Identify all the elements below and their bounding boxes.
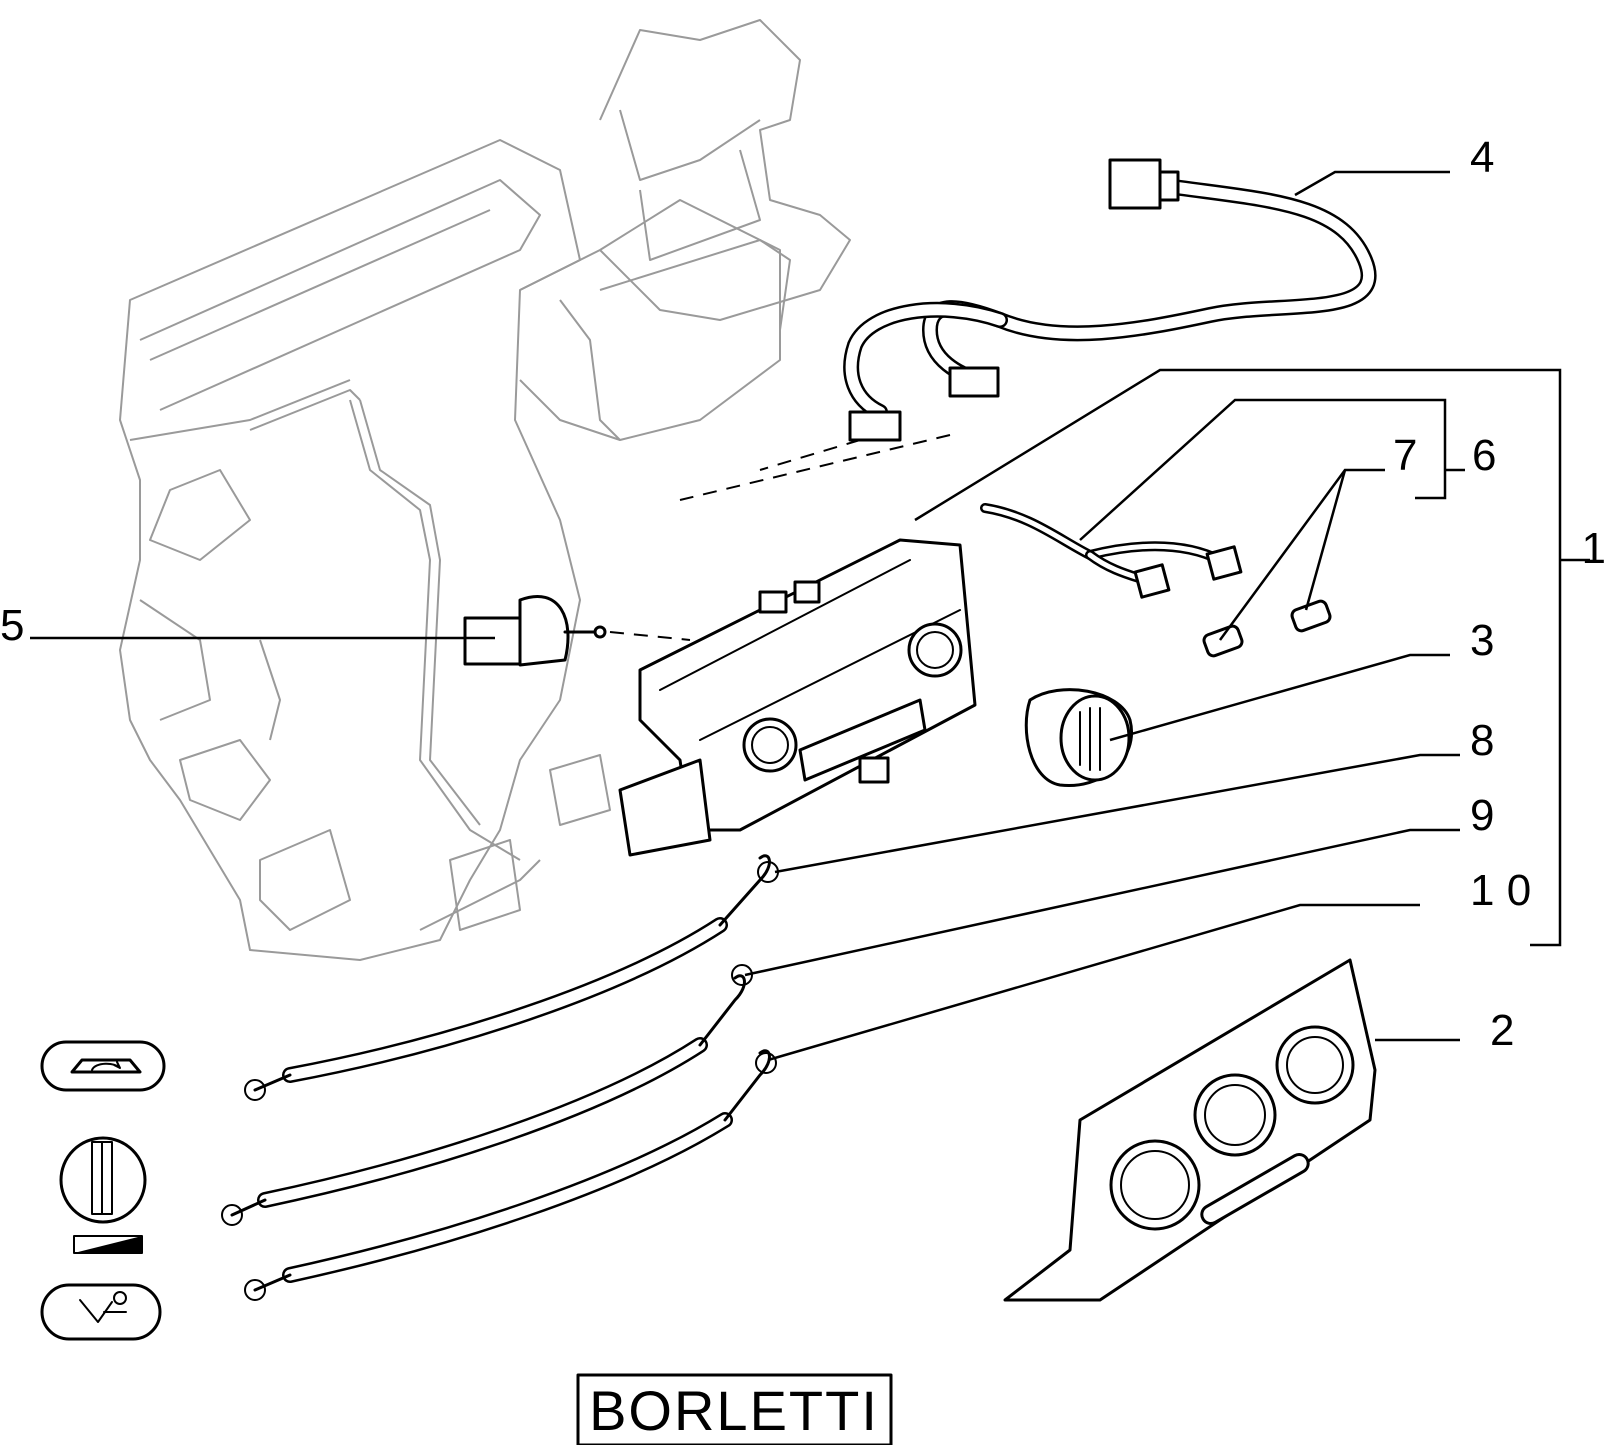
control-cable-part-9 [221,964,753,1226]
bulbs-part-7 [1202,599,1332,658]
switch-part-5 [463,594,691,667]
control-cable-part-8 [244,854,779,1101]
brand-box: BORLETTI [576,1373,893,1445]
control-panel-frame-part-1 [618,538,977,857]
callout-labels: 1 2 3 4 5 6 7 8 9 1 0 [0,133,1606,1055]
callout-6: 6 [1472,431,1496,480]
callout-1: 1 [1582,524,1606,573]
callout-4: 4 [1470,133,1494,182]
callout-2: 2 [1490,1006,1514,1055]
legend-icons [40,1040,166,1341]
front-bezel-part-2 [1003,958,1377,1302]
air-distribution-icon [40,1283,162,1341]
recirculation-icon [40,1040,166,1092]
callout-9: 9 [1470,791,1494,840]
callout-3: 3 [1470,616,1494,665]
callout-5: 5 [0,601,24,650]
bulb-harness-part-6 [980,503,1243,599]
callout-7: 7 [1393,431,1417,480]
temperature-knob-icon [59,1136,147,1224]
control-cable-part-10 [244,1049,777,1301]
callout-10: 1 0 [1470,866,1531,915]
wiring-harness-part-4 [679,158,1377,501]
heater-box-housing [119,19,851,961]
fan-speed-ramp-icon [73,1235,143,1254]
brand-label: BORLETTI [589,1379,879,1442]
callout-8: 8 [1470,716,1494,765]
leader-lines [30,170,1590,1062]
knob-part-3 [1024,688,1133,788]
